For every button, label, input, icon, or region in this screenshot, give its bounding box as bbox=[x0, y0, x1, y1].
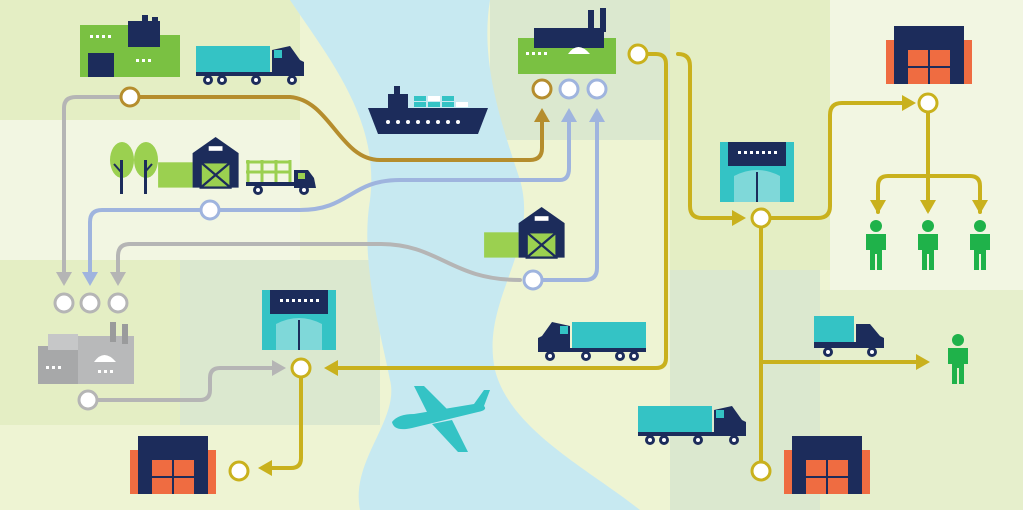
arrowhead-icon bbox=[920, 200, 936, 214]
circle-node-icon bbox=[750, 207, 772, 229]
flatbed-truck-icon bbox=[246, 160, 316, 195]
factory-green-icon bbox=[80, 15, 180, 77]
warehouse-icon bbox=[885, 25, 973, 85]
circle-node-icon bbox=[750, 460, 772, 482]
truck-icon bbox=[814, 316, 884, 357]
arrowhead-icon bbox=[258, 460, 272, 476]
warehouse-icon bbox=[261, 289, 337, 351]
circle-node-icon bbox=[107, 292, 129, 314]
warehouse-icon bbox=[129, 435, 217, 495]
circle-node-icon bbox=[917, 92, 939, 114]
factory-gray-icon bbox=[38, 322, 134, 384]
circle-node-icon bbox=[558, 78, 580, 100]
warehouse-icon bbox=[783, 435, 871, 495]
circle-node-icon bbox=[79, 292, 101, 314]
arrowhead-icon bbox=[82, 272, 98, 286]
circle-node-icon bbox=[77, 389, 99, 411]
arrowhead-icon bbox=[870, 200, 886, 214]
arrowhead-icon bbox=[534, 108, 550, 122]
tree-icon bbox=[134, 142, 158, 194]
gray-routes bbox=[62, 95, 522, 402]
arrowhead-icon bbox=[902, 95, 916, 111]
blue-routes bbox=[88, 116, 599, 282]
arrowhead-icon bbox=[916, 354, 930, 370]
cargo-ship-icon bbox=[368, 86, 488, 134]
circle-node-icon bbox=[119, 86, 141, 108]
arrowhead-icon bbox=[561, 108, 577, 122]
route-nodes bbox=[53, 43, 939, 482]
arrowhead-icon bbox=[110, 272, 126, 286]
circle-node-icon bbox=[199, 199, 221, 221]
circle-node-icon bbox=[228, 460, 250, 482]
factory-green-icon bbox=[518, 8, 616, 74]
arrowhead-icon bbox=[972, 200, 988, 214]
warehouse-icon bbox=[719, 141, 795, 203]
circle-node-icon bbox=[53, 292, 75, 314]
arrowhead-icon bbox=[732, 210, 746, 226]
circle-node-icon bbox=[627, 43, 649, 65]
arrowhead-icon bbox=[272, 360, 286, 376]
arrowhead-icon bbox=[589, 108, 605, 122]
circle-node-icon bbox=[290, 357, 312, 379]
airplane-icon bbox=[392, 386, 490, 452]
tree-icon bbox=[110, 142, 134, 194]
circle-node-icon bbox=[531, 78, 553, 100]
ochre-route bbox=[128, 95, 544, 162]
circle-node-icon bbox=[522, 269, 544, 291]
circle-node-icon bbox=[586, 78, 608, 100]
arrowhead-icon bbox=[56, 272, 72, 286]
gold-routes bbox=[268, 52, 982, 470]
arrowhead-icon bbox=[324, 360, 338, 376]
